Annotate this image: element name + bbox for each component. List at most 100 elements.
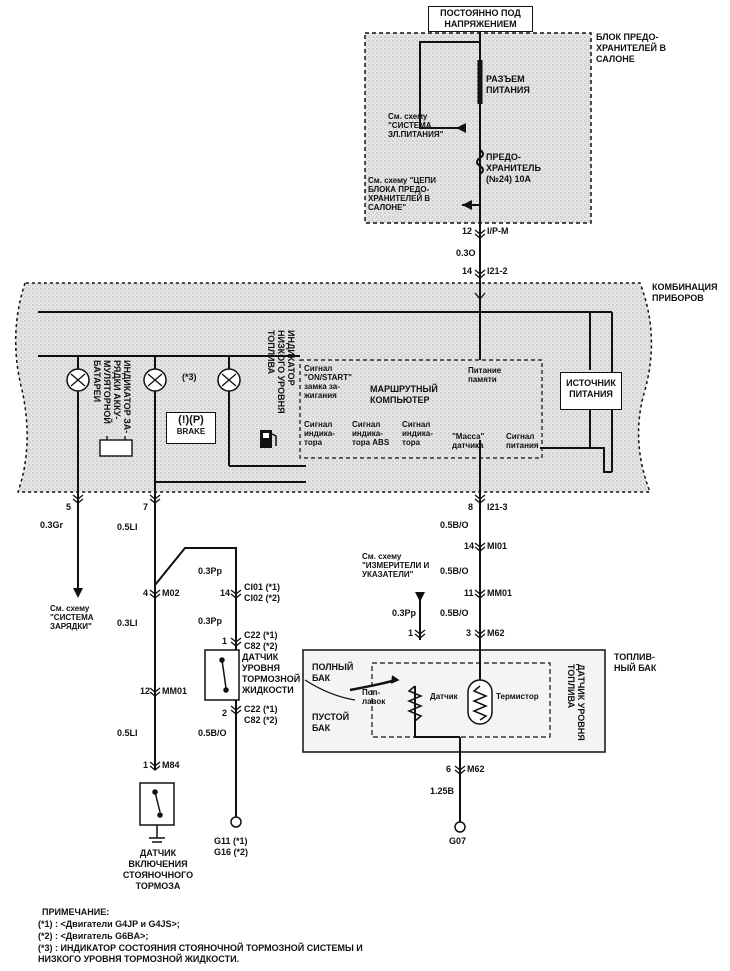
- conn-c82-b: C82 (*2): [244, 715, 278, 725]
- arrow-charging-icon: [73, 588, 83, 598]
- pin-8: 8: [468, 502, 474, 512]
- note-mark-3: (*3): [182, 372, 197, 382]
- constant-power-text: ПОСТОЯННО ПОД НАПРЯЖЕНИЕМ: [440, 8, 521, 29]
- fuse-block-title: БЛОК ПРЕДО- ХРАНИТЕЛЕЙ В САЛОНЕ: [596, 32, 666, 64]
- sig-ind1: Сигнал индика- тора: [304, 420, 335, 447]
- wire-color-03o: 0.3O: [456, 248, 476, 258]
- sig-ind2: Сигнал индика- тора: [402, 420, 433, 447]
- ground-g11-icon: [230, 816, 242, 828]
- ground-g07-icon: [454, 821, 466, 833]
- conn-m62-bottom: M62: [467, 764, 485, 774]
- pin-4: 4: [143, 588, 149, 598]
- fuse-circuit-ref: См. схему "ЦЕПИ БЛОКА ПРЕДО- ХРАНИТЕЛЕЙ …: [368, 176, 437, 212]
- sig-power-label: Сигнал питания: [506, 432, 539, 450]
- wire-03pp-2: 0.3Pp: [198, 616, 223, 626]
- fuel-tank-box: [302, 649, 606, 753]
- fuel-level-sensor-icon: [304, 675, 493, 725]
- cluster-title: КОМБИНАЦИЯ ПРИБОРОВ: [652, 282, 718, 303]
- full-tank-label: ПОЛНЫЙ БАК: [312, 662, 354, 683]
- note-2: (*2) : <Двигатель G6BA>;: [38, 931, 149, 941]
- gauges-ref: См. схему "ИЗМЕРИТЕЛИ И УКАЗАТЕЛИ": [362, 552, 430, 579]
- fuse-label: ПРЕДО- ХРАНИТЕЛЬ (№24) 10А: [486, 152, 541, 184]
- pin-14-right: 14: [464, 541, 475, 551]
- arrow-fuse-circuit-icon: [462, 200, 472, 210]
- sensor-ground-label: "Масса" датчика: [452, 432, 485, 450]
- conn-c22-b: C22 (*1): [244, 704, 278, 714]
- pin-3-right: 3: [466, 628, 472, 638]
- charging-system-ref: См. схему "СИСТЕМА ЗАРЯДКИ": [50, 604, 94, 631]
- pin-14-top: 14: [462, 266, 473, 276]
- conn-ip-m: I/P-M: [487, 226, 509, 236]
- wire-05bo-1: 0.5B/O: [440, 520, 469, 530]
- pin-1-right: 1: [408, 628, 414, 638]
- brake-text: BRAKE: [176, 427, 206, 436]
- fuel-tank-label: ТОПЛИВ- НЫЙ БАК: [614, 652, 657, 673]
- conn-ci02: CI02 (*2): [244, 593, 281, 603]
- pin-1-left: 1: [143, 760, 149, 770]
- pin-1-brake: 1: [222, 636, 228, 646]
- note-3: (*3) : ИНДИКАТОР СОСТОЯНИЯ СТОЯНОЧНОЙ ТО…: [38, 943, 363, 964]
- note-1: (*1) : <Двигатели G4JP и G4JS>;: [38, 919, 180, 929]
- parking-brake-switch-icon: [139, 782, 175, 843]
- conn-m84: M84: [162, 760, 180, 770]
- memory-power-label: Питание памяти: [468, 366, 502, 384]
- fuel-sensor-label: ДАТЧИК УРОВНЯ ТОПЛИВА: [566, 664, 586, 741]
- wire-125b: 1.25B: [430, 786, 455, 796]
- wire-03li: 0.3LI: [117, 618, 138, 628]
- ground-g07: G07: [449, 836, 467, 846]
- sig-on-start: Сигнал "ON/START" замка за- жигания: [304, 364, 352, 400]
- charge-indicator-label: ИНДИКАТОР ЗА- РЯДКИ АККУ- МУЛЯТОРНОЙ БАТ…: [92, 360, 132, 434]
- parking-brake-sensor-label: ДАТЧИК ВКЛЮЧЕНИЯ СТОЯНОЧНОГО ТОРМОЗА: [122, 848, 194, 891]
- pin-7: 7: [143, 502, 149, 512]
- wire-03gr: 0.3Gr: [40, 520, 64, 530]
- pin-12-left: 12: [140, 686, 151, 696]
- conn-c22-a: C22 (*1): [244, 630, 278, 640]
- float-label: Поп- лавок: [362, 688, 386, 706]
- brake-symbol: (!)(P): [178, 414, 204, 426]
- wire-05li-1: 0.5LI: [117, 522, 138, 532]
- conn-mm01-right: MM01: [487, 588, 513, 598]
- conn-ci01: CI01 (*1): [244, 582, 281, 592]
- conn-m62-top: M62: [487, 628, 505, 638]
- conn-i21-3: I21-3: [487, 502, 508, 512]
- pin-5: 5: [66, 502, 72, 512]
- power-source-label: ИСТОЧНИК ПИТАНИЯ: [566, 378, 616, 399]
- power-connector-label: РАЗЪЕМ ПИТАНИЯ: [486, 74, 530, 95]
- pin-11: 11: [464, 588, 474, 598]
- wire-05bo-brake: 0.5B/O: [198, 728, 227, 738]
- wire-05bo-3: 0.5B/O: [440, 608, 469, 618]
- wire-05bo-2: 0.5B/O: [440, 566, 469, 576]
- conn-i21-2: I21-2: [487, 266, 508, 276]
- pin-6: 6: [446, 764, 452, 774]
- pin-2-brake: 2: [222, 708, 228, 718]
- conn-mi01: MI01: [487, 541, 508, 551]
- brake-warning-icon: (!)(P) BRAKE: [166, 412, 216, 444]
- wire-03pp-1: 0.3Pp: [198, 566, 223, 576]
- wire-03pp-right: 0.3Pp: [392, 608, 417, 618]
- power-system-ref: См. схему "СИСТЕМА ЗЛ.ПИТАНИЯ": [388, 112, 444, 139]
- sensor-label: Датчик: [430, 692, 458, 701]
- arrow-gauges-icon: [415, 592, 425, 602]
- wire-05li-2: 0.5LI: [117, 728, 138, 738]
- battery-icon: [99, 436, 133, 457]
- conn-m02: M02: [162, 588, 180, 598]
- fuel-indicator-label: ИНДИКАТОР НИЗКОГО УРОВНЯ ТОПЛИВА: [266, 330, 296, 414]
- trip-computer-box: [299, 359, 543, 459]
- trip-computer-label: МАРШРУТНЫЙ КОМПЬЮТЕР: [370, 384, 438, 405]
- arrow-power-system-icon: [456, 123, 466, 133]
- constant-power-label: ПОСТОЯННО ПОД НАПРЯЖЕНИЕМ: [428, 6, 533, 32]
- empty-tank-label: ПУСТОЙ БАК: [312, 712, 350, 733]
- ground-g11: G11 (*1): [214, 836, 248, 846]
- fuel-pump-icon: [260, 430, 277, 448]
- conn-c82-a: C82 (*2): [244, 641, 278, 651]
- sig-ind-abs: Сигнал индика- тора ABS: [352, 420, 390, 447]
- brake-fluid-sensor-label: ДАТЧИК УРОВНЯ ТОРМОЗНОЙ ЖИДКОСТИ: [242, 652, 301, 695]
- thermistor-label: Термистор: [496, 692, 539, 701]
- ground-g16: G16 (*2): [214, 847, 249, 857]
- power-source-box: ИСТОЧНИК ПИТАНИЯ: [560, 372, 622, 410]
- conn-mm01-left: MM01: [162, 686, 188, 696]
- brake-fluid-switch-icon: [204, 649, 240, 701]
- pin-12-top: 12: [462, 226, 473, 236]
- pin-14-brake: 14: [220, 588, 231, 598]
